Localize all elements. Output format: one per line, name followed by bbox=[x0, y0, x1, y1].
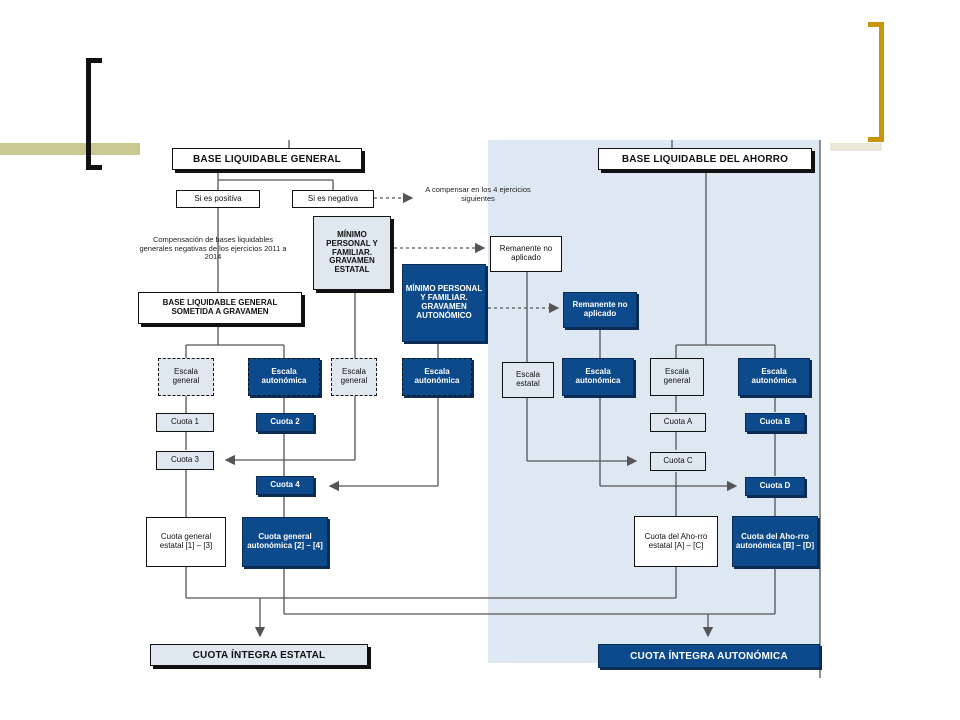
base-liquidable-general: BASE LIQUIDABLE GENERAL bbox=[172, 148, 362, 170]
right-bracket bbox=[868, 22, 884, 142]
cuota-b: Cuota B bbox=[745, 413, 805, 432]
cuota-ahorro-estatal: Cuota del Aho-rro estatal [A] – [C] bbox=[634, 516, 718, 567]
cuota-integra-autonomica: CUOTA ÍNTEGRA AUTONÓMICA bbox=[598, 644, 820, 668]
cuota-integra-estatal: CUOTA ÍNTEGRA ESTATAL bbox=[150, 644, 368, 666]
escala-estatal: Escala estatal bbox=[502, 362, 554, 398]
si-negativa-box: Si es negativa bbox=[292, 190, 374, 208]
remanente-box-1: Remanente no aplicado bbox=[490, 236, 562, 272]
cuota-ahorro-autonomica: Cuota del Aho-rro autonómica [B] – [D] bbox=[732, 516, 818, 567]
cuota-general-estatal: Cuota general estatal [1] – [3] bbox=[146, 517, 226, 567]
base-sometida-box: BASE LIQUIDABLE GENERAL SOMETIDA A GRAVA… bbox=[138, 292, 302, 324]
cuota-a: Cuota A bbox=[650, 413, 706, 432]
cuota-general-autonomica: Cuota general autonómica [2] – [4] bbox=[242, 517, 328, 567]
cuota-3: Cuota 3 bbox=[156, 451, 214, 470]
escala-autonomica-1: Escala autonómica bbox=[248, 358, 320, 396]
cuota-4: Cuota 4 bbox=[256, 476, 314, 495]
escala-autonomica-3: Escala autonómica bbox=[562, 358, 634, 396]
minimo-estatal-box: MÍNIMO PERSONAL Y FAMILIAR. GRAVAMEN EST… bbox=[313, 216, 391, 290]
escala-general-1: Escala general bbox=[158, 358, 214, 396]
escala-autonomica-4: Escala autonómica bbox=[738, 358, 810, 396]
header-bar bbox=[0, 143, 140, 155]
escala-autonomica-2: Escala autonómica bbox=[402, 358, 472, 396]
base-liquidable-ahorro: BASE LIQUIDABLE DEL AHORRO bbox=[598, 148, 812, 170]
cuota-1: Cuota 1 bbox=[156, 413, 214, 432]
remanente-box-2: Remanente no aplicado bbox=[563, 292, 637, 328]
cuota-d: Cuota D bbox=[745, 477, 805, 496]
autonomic-savings-panel bbox=[488, 140, 820, 663]
minimo-autonomico-box: MÍNIMO PERSONAL Y FAMILIAR. GRAVAMEN AUT… bbox=[402, 264, 486, 342]
compensacion-note: Compensación de bases liquidables genera… bbox=[139, 235, 287, 262]
si-positiva-box: Si es positiva bbox=[176, 190, 260, 208]
escala-general-2: Escala general bbox=[331, 358, 377, 396]
cuota-c: Cuota C bbox=[650, 452, 706, 471]
escala-general-3: Escala general bbox=[650, 358, 704, 396]
compensar-note: A compensar en los 4 ejercicios siguient… bbox=[425, 185, 531, 203]
left-bracket bbox=[86, 58, 102, 170]
header-bar-right bbox=[830, 143, 882, 151]
cuota-2: Cuota 2 bbox=[256, 413, 314, 432]
